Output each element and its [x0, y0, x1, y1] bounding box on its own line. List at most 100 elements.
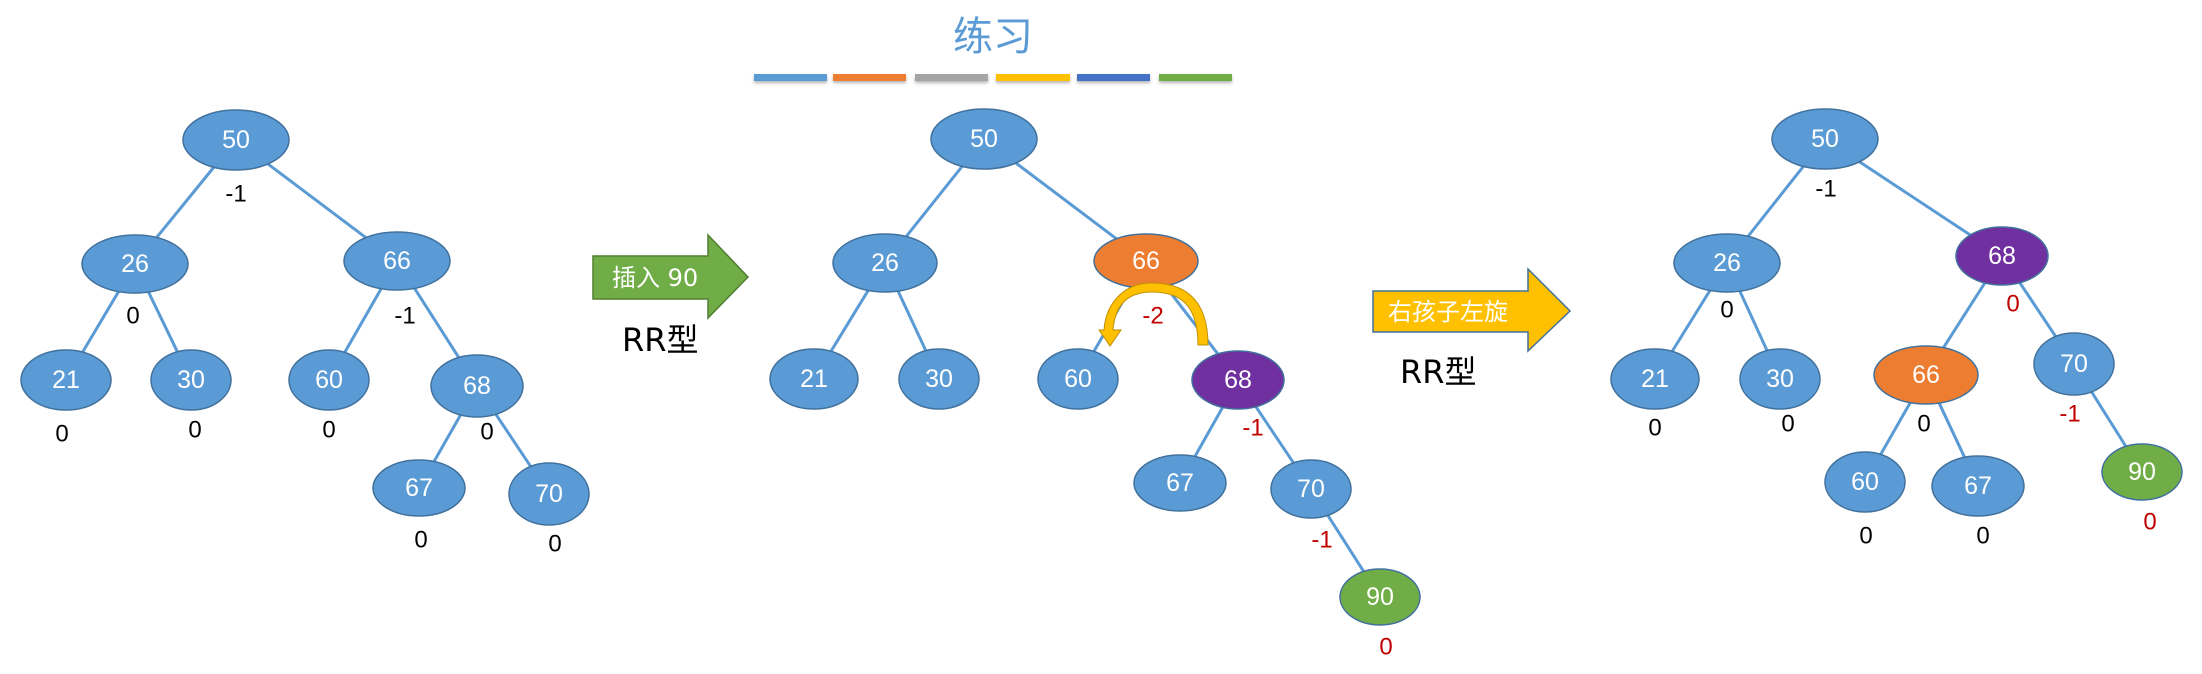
tree-node: 70 [508, 462, 590, 526]
balance-factor: -1 [1815, 176, 1836, 203]
tree-node: 26 [1673, 233, 1781, 293]
balance-factor: 0 [1379, 634, 1392, 661]
step-label-rotate: 右孩子左旋 [1388, 298, 1508, 326]
rotation-type-label: RR型 [1400, 353, 1476, 391]
step-arrow-insert: 插入 90 RR型 [592, 233, 750, 359]
balance-factor: -1 [394, 303, 415, 330]
color-bar [833, 74, 906, 81]
node-ellipse [1191, 350, 1285, 410]
balance-factor: 0 [1720, 297, 1733, 324]
node-ellipse [508, 462, 590, 526]
tree-node: 21 [20, 349, 112, 411]
tree-node: 66 [1873, 345, 1979, 405]
node-key: 67 [405, 474, 433, 502]
tree-edge [494, 413, 532, 468]
node-ellipse [1739, 348, 1821, 410]
color-bar [1077, 74, 1150, 81]
tree-node: 50 [1771, 108, 1879, 170]
node-key: 68 [1988, 242, 2016, 270]
tree-edge [1014, 161, 1118, 240]
node-ellipse [182, 109, 290, 171]
node-key: 50 [970, 125, 998, 153]
tree-edge [1858, 160, 1972, 237]
node-ellipse [1955, 226, 2049, 286]
tree-edge [413, 287, 461, 359]
node-ellipse [1037, 348, 1119, 410]
tree-edge [2018, 281, 2057, 338]
node-ellipse [930, 108, 1038, 170]
tree-node: 70 [1270, 459, 1352, 519]
tree-node: 66 [343, 231, 451, 291]
tree-node: 70 [2033, 332, 2115, 396]
node-ellipse [832, 233, 938, 293]
tree-node: 50 [930, 108, 1038, 170]
node-key: 70 [535, 480, 563, 508]
node-ellipse [430, 354, 524, 418]
node-ellipse [2033, 332, 2115, 396]
node-key: 21 [52, 366, 80, 394]
tree-node: 90 [1339, 568, 1421, 626]
balance-factor: 0 [126, 303, 139, 330]
tree-edge [432, 414, 462, 463]
color-bar [996, 74, 1070, 81]
color-bar [754, 74, 827, 81]
node-key: 68 [463, 372, 491, 400]
balance-factor: -2 [1142, 303, 1163, 330]
tree-node: 90 [2101, 443, 2183, 501]
tree-node: 60 [1824, 451, 1906, 513]
balance-factor: 0 [1648, 415, 1661, 442]
balance-factor: 0 [414, 527, 427, 554]
tree-node: 60 [288, 349, 370, 411]
tree-node: 66 [1093, 233, 1199, 289]
node-ellipse [1339, 568, 1421, 626]
tree-edge [266, 162, 367, 239]
tree-edge [829, 289, 870, 353]
node-ellipse [1610, 348, 1700, 410]
node-key: 30 [925, 365, 953, 393]
balance-factor: 0 [1781, 411, 1794, 438]
tree-node: 68 [430, 354, 524, 418]
node-key: 26 [1713, 249, 1741, 277]
tree-edge [155, 166, 215, 239]
node-key: 50 [1811, 125, 1839, 153]
tree-node: 67 [1931, 455, 2025, 517]
node-ellipse [81, 234, 189, 294]
tree-edge [1937, 402, 1966, 458]
node-key: 66 [1132, 247, 1160, 275]
tree-edge [1164, 285, 1220, 355]
tree-edge [904, 165, 964, 238]
tree-edge [2090, 391, 2128, 448]
balance-factor: 0 [548, 531, 561, 558]
rotation-curve-arrow [1098, 282, 1209, 347]
tree-node: 21 [1610, 348, 1700, 410]
node-key: 21 [1641, 365, 1669, 393]
node-key: 66 [383, 247, 411, 275]
node-key: 30 [1766, 365, 1794, 393]
balance-factor: 0 [1917, 411, 1930, 438]
tree-edge [1746, 165, 1805, 238]
node-ellipse [898, 348, 980, 410]
node-key: 66 [1912, 361, 1940, 389]
node-key: 67 [1964, 472, 1992, 500]
node-ellipse [343, 231, 451, 291]
color-bar [915, 74, 988, 81]
node-key: 67 [1166, 469, 1194, 497]
balance-factor: 0 [480, 419, 493, 446]
node-key: 70 [2060, 350, 2088, 378]
right-arrow-icon [592, 233, 750, 320]
tree-node: 67 [372, 459, 466, 517]
balance-factor: -1 [1242, 415, 1263, 442]
node-key: 90 [2128, 458, 2156, 486]
right-arrow-icon [1372, 267, 1572, 353]
tree-after-rotation: 50 26 68 21 30 66 70 60 67 90 [1610, 108, 2183, 517]
tree-edge [1193, 406, 1224, 458]
node-ellipse [372, 459, 466, 517]
tree-node: 26 [81, 234, 189, 294]
tree-edge [1670, 289, 1712, 353]
balance-factor: -1 [225, 181, 246, 208]
node-ellipse [288, 349, 370, 411]
